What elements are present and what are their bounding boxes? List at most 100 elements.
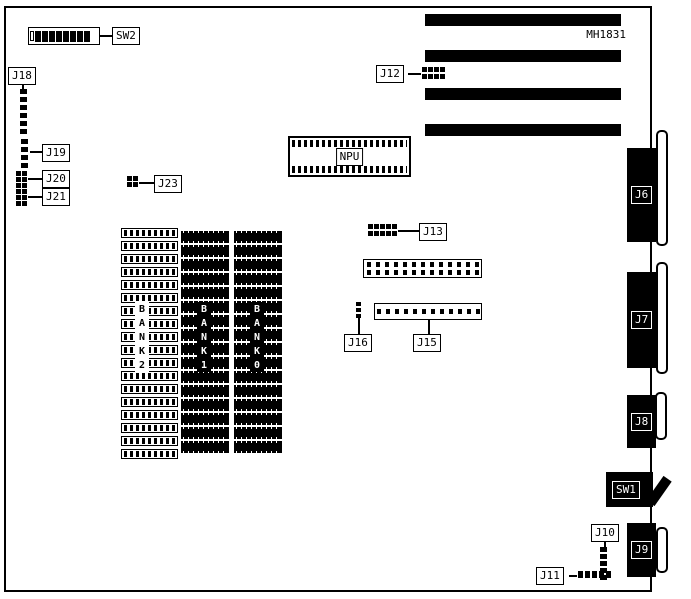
memory-socket (121, 267, 178, 277)
pin (133, 182, 138, 187)
pin (429, 270, 434, 275)
label-sw1: SW1 (612, 481, 640, 499)
leader-line-j15 (428, 320, 430, 334)
memory-socket (121, 371, 178, 381)
label-j10: J10 (591, 524, 619, 542)
vertical-label-letter: 0 (253, 359, 261, 371)
dip-switch-position (63, 30, 69, 42)
memory-socket (121, 280, 178, 290)
pin (456, 262, 461, 267)
pin (375, 262, 380, 267)
pin (366, 262, 371, 267)
pin (386, 231, 391, 236)
memory-chip (234, 231, 282, 243)
pin (600, 554, 607, 559)
pin (420, 262, 425, 267)
vertical-label-letter: A (200, 317, 208, 329)
dip-switch-pin1-marker (30, 31, 34, 41)
pin (366, 270, 371, 275)
memory-socket (121, 306, 178, 316)
pin (16, 183, 21, 188)
label-j19: J19 (42, 144, 70, 162)
pin (457, 309, 462, 314)
memory-chip (234, 441, 282, 453)
memory-socket (121, 449, 178, 459)
pin (22, 171, 27, 176)
leader-line-j20 (28, 178, 42, 180)
pin (16, 189, 21, 194)
label-j9: J9 (631, 541, 653, 559)
leader-line-j11 (569, 575, 577, 577)
dip-switch-position (35, 30, 41, 42)
connector-j21 (16, 189, 27, 206)
vertical-label-letter: N (138, 331, 146, 343)
memory-chip (181, 399, 229, 411)
pin (20, 129, 27, 134)
pin (384, 262, 389, 267)
pin (440, 67, 445, 72)
connector-j12 (422, 67, 445, 79)
pin (386, 224, 391, 229)
connector-j13 (368, 224, 397, 236)
connector-j20 (16, 171, 27, 188)
leader-line-j18 (22, 84, 24, 89)
pin (434, 74, 439, 79)
pin (20, 97, 27, 102)
memory-socket (121, 397, 178, 407)
pin (392, 224, 397, 229)
label-sw2: SW2 (112, 27, 140, 45)
leader-line-j21 (28, 196, 42, 198)
pin (374, 224, 379, 229)
dip-switch-position (49, 30, 55, 42)
vertical-label-letter: 2 (138, 359, 146, 371)
memory-chip (234, 385, 282, 397)
vertical-label-letter: B (253, 303, 261, 315)
pin (585, 571, 590, 578)
dip-switch-position (56, 30, 62, 42)
memory-chip (234, 245, 282, 257)
label-j8: J8 (631, 413, 653, 431)
vertical-label-letter: N (200, 331, 208, 343)
memory-socket (121, 228, 178, 238)
label-j6: J6 (631, 186, 653, 204)
memory-socket (121, 254, 178, 264)
pin (16, 201, 21, 206)
pin (368, 231, 373, 236)
dip-switch-position (77, 30, 83, 42)
dip-switch-sw2 (28, 27, 100, 45)
port-outline-j9 (656, 527, 668, 573)
label-j20: J20 (42, 170, 70, 188)
expansion-slot-2 (425, 50, 621, 62)
vertical-label-letter: K (253, 345, 261, 357)
connector-j23 (127, 176, 138, 187)
memory-chip (234, 413, 282, 425)
label-j7: J7 (631, 311, 653, 329)
expansion-slot-3 (425, 88, 621, 100)
memory-chip (234, 399, 282, 411)
memory-chip (181, 259, 229, 271)
pin (438, 262, 443, 267)
memory-chip (181, 287, 229, 299)
pin (438, 270, 443, 275)
header-connector-upper (363, 259, 482, 278)
pin (16, 195, 21, 200)
leader-line-j23 (139, 182, 154, 184)
label-j15: J15 (413, 334, 441, 352)
memory-socket (121, 384, 178, 394)
memory-socket (121, 423, 178, 433)
pin (456, 270, 461, 275)
label-j21: J21 (42, 188, 70, 206)
label-j18: J18 (8, 67, 36, 85)
pin (384, 270, 389, 275)
pin (429, 262, 434, 267)
pin (127, 182, 132, 187)
label-j11: J11 (536, 567, 564, 585)
vertical-label-letter: B (138, 303, 146, 315)
pin (380, 231, 385, 236)
pin (21, 163, 28, 168)
vertical-label-letter: B (200, 303, 208, 315)
memory-socket (121, 436, 178, 446)
leader-line-j10 (604, 541, 606, 547)
pin (356, 308, 361, 312)
